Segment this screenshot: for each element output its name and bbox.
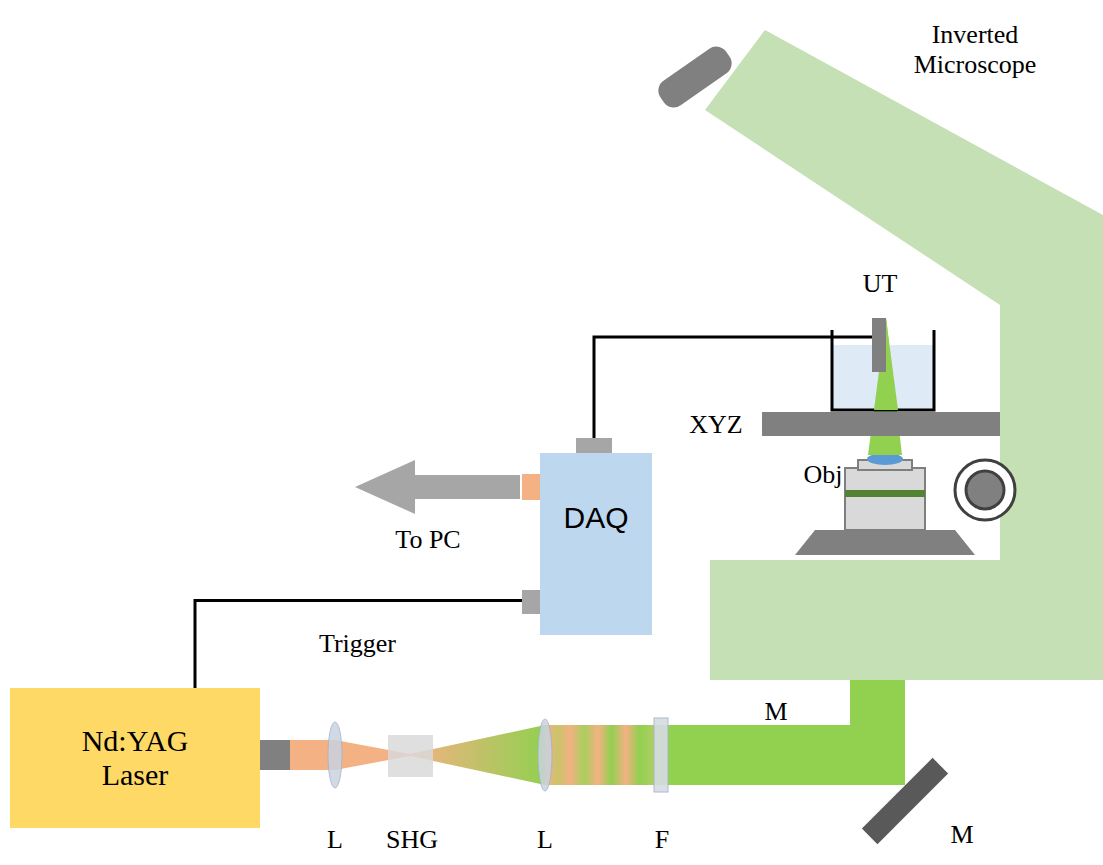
part-label: L	[537, 825, 553, 855]
mirror	[862, 758, 948, 844]
output-arrow	[355, 460, 520, 514]
part-label: SHG	[386, 825, 438, 855]
objective-mount	[795, 530, 975, 555]
focus-knob	[955, 460, 1015, 520]
daq-box: DAQ	[540, 453, 652, 635]
part-label: Obj	[804, 460, 843, 490]
mixed-beam	[545, 725, 660, 785]
green-beam-up	[850, 680, 905, 785]
laser-box: Nd:YAG Laser	[10, 688, 260, 828]
filter	[654, 718, 668, 792]
trigger-cable	[195, 600, 540, 688]
microscope-body	[705, 30, 1103, 680]
objective-body	[845, 468, 925, 530]
part-label: UT	[863, 269, 898, 299]
objective-band	[845, 490, 925, 497]
usb-port	[522, 474, 540, 500]
part-label: L	[327, 825, 343, 855]
ultrasound-transducer	[872, 318, 886, 372]
shg-crystal	[388, 735, 433, 777]
node-text: DAQ	[563, 453, 628, 536]
instrument-label: Inverted Microscope	[875, 20, 1075, 80]
part-label: M	[764, 697, 787, 727]
transducer-wire	[594, 337, 872, 440]
lens	[328, 722, 342, 788]
part-label: XYZ	[689, 410, 742, 440]
edge-label: Trigger	[316, 629, 399, 659]
daq-port	[522, 590, 540, 614]
part-label: M	[950, 820, 973, 850]
xyz-stage	[762, 412, 1000, 436]
laser-port	[260, 740, 290, 770]
daq-port	[576, 438, 612, 454]
node-text: Nd:YAG Laser	[65, 724, 205, 793]
part-label: F	[655, 825, 669, 855]
eyepiece	[654, 42, 737, 112]
focus-knob-inner	[966, 471, 1004, 509]
output-label: To PC	[395, 525, 460, 555]
lens	[538, 719, 552, 791]
